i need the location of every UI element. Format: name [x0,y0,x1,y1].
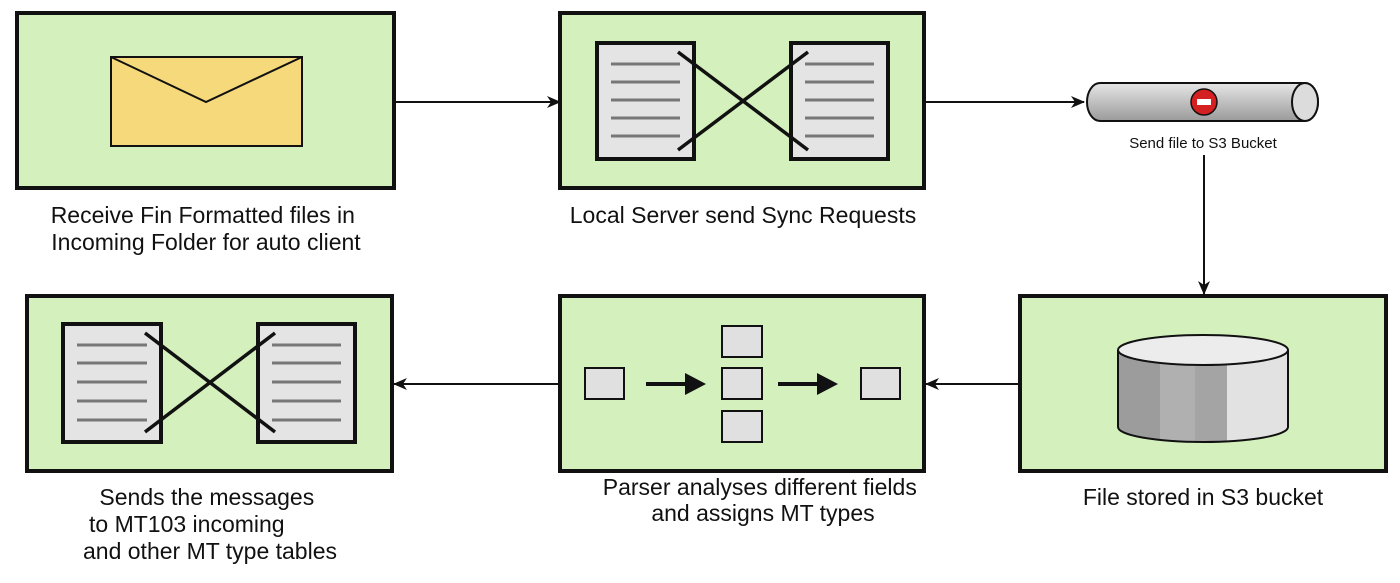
step-sends-label-line-2: to MT103 incoming [89,511,285,537]
splitter-icon [584,325,901,443]
step-receive-label-line-1: Receive Fin Formatted files in [51,202,355,228]
document-exchange-icon [595,41,890,161]
step-parser: Parser analyses different fields and ass… [558,294,926,526]
document-exchange-icon [61,322,357,444]
step-sync-label-line-1: Local Server send Sync Requests [570,202,916,228]
step-send-s3: Send file to S3 Bucket [1086,82,1319,152]
step-sync-label: Local Server send Sync Requests [570,202,916,228]
step-stored-label: File stored in S3 bucket [1083,484,1324,510]
step-parser-label: Parser analyses different fields and ass… [603,474,923,526]
envelope-icon [110,56,303,147]
pipe-with-stop-icon [1086,82,1319,122]
step-parser-label-line-1: Parser analyses different fields [603,474,917,500]
step-receive-label-line-2: Incoming Folder for auto client [51,229,361,255]
step-sends: Sends the messages to MT103 incoming and… [25,294,394,564]
step-stored-label-line-1: File stored in S3 bucket [1083,484,1324,510]
step-receive: Receive Fin Formatted files in Incoming … [15,11,396,255]
step-sends-label: Sends the messages to MT103 incoming and… [83,484,337,564]
step-sends-label-line-1: Sends the messages [99,484,314,510]
step-send-s3-label-line-1: Send file to S3 Bucket [1129,135,1277,152]
step-receive-label: Receive Fin Formatted files in Incoming … [51,202,362,255]
step-sends-label-line-3: and other MT type tables [83,538,337,564]
step-send-s3-label: Send file to S3 Bucket [1129,135,1277,152]
step-stored: File stored in S3 bucket [1018,294,1388,510]
database-cylinder-icon [1117,334,1289,443]
step-sync: Local Server send Sync Requests [558,11,926,228]
step-parser-label-line-2: and assigns MT types [651,500,874,526]
